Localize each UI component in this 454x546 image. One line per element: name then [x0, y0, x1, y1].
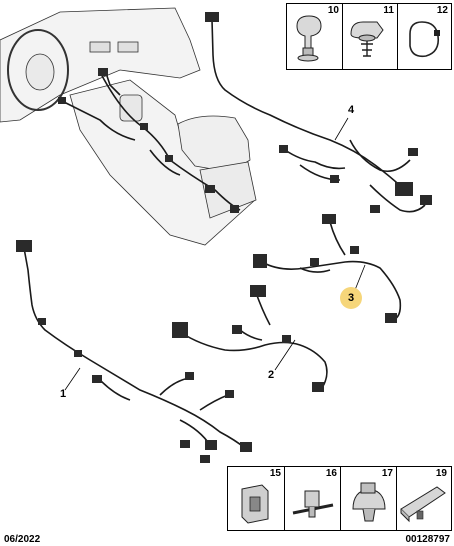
harness-4 [211, 19, 426, 213]
part-cell-10: 10 [287, 4, 342, 69]
leader-line-3 [354, 264, 366, 291]
part-number: 12 [436, 5, 448, 16]
part-cell-12: 12 [397, 4, 451, 69]
harness-1-connectors [16, 240, 252, 463]
leader-line-1 [64, 367, 81, 391]
harness-4-connectors [205, 12, 432, 213]
interior-harness-connectors [58, 68, 239, 213]
part-number: 15 [269, 468, 281, 479]
part-number: 16 [325, 468, 337, 479]
cable-tie-clip-icon [292, 490, 334, 518]
bottom-parts-box: 15 16 17 19 [227, 466, 452, 531]
part-cell-11: 11 [342, 4, 397, 69]
vehicle-interior-illustration [0, 7, 257, 246]
harness-3-connectors [253, 214, 397, 323]
part-number: 10 [327, 5, 339, 16]
connector-plate-icon [241, 484, 269, 524]
cable-guide-channel-icon [400, 486, 446, 523]
grommet-clip-icon [352, 482, 386, 522]
leader-line-4 [334, 117, 349, 141]
callout-3: 3 [340, 287, 362, 309]
top-parts-box: 10 11 12 [286, 3, 452, 70]
part-cell-19: 19 [396, 467, 450, 530]
harness-2 [179, 289, 328, 389]
part-number: 11 [383, 5, 394, 16]
callout-2: 2 [268, 369, 275, 381]
cable-clip-icon [296, 15, 322, 62]
harness-1 [23, 247, 246, 449]
part-cell-17: 17 [340, 467, 396, 530]
harness-3 [261, 221, 402, 321]
cable-tie-loop-icon [409, 21, 440, 58]
part-number: 19 [435, 468, 447, 479]
callout-4: 4 [348, 104, 355, 116]
fir-tree-clip-icon [350, 21, 384, 57]
callout-1: 1 [60, 388, 67, 400]
leader-line-2 [274, 339, 296, 371]
footer-reference: 00128797 [405, 534, 451, 545]
harness-2-connectors [172, 285, 324, 392]
part-cell-15: 15 [228, 467, 284, 530]
part-number: 17 [381, 468, 393, 479]
part-cell-16: 16 [284, 467, 340, 530]
footer-date: 06/2022 [4, 534, 41, 545]
